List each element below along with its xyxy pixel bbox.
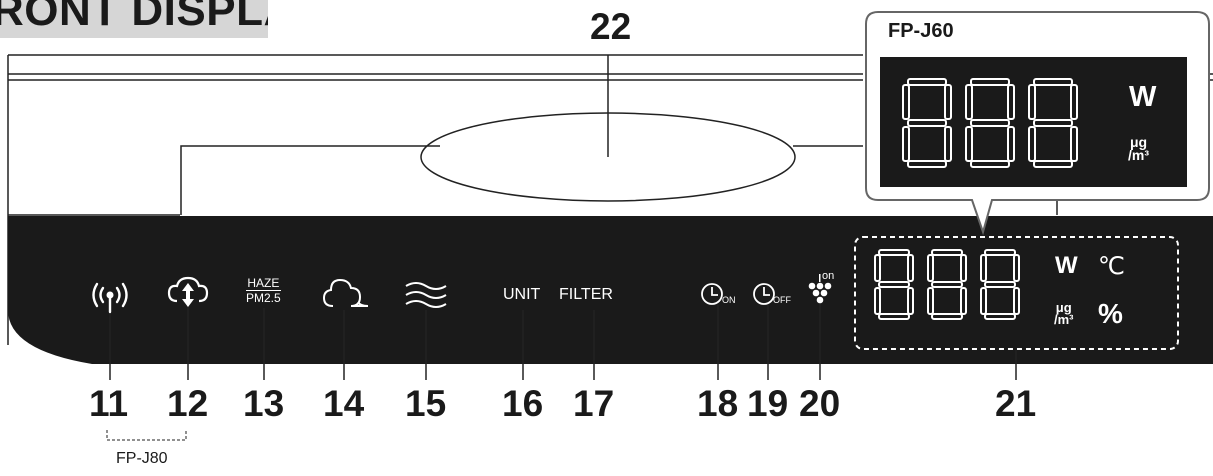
display-dashed-box xyxy=(854,236,1179,350)
filter-button-label: FILTER xyxy=(559,286,613,303)
callout-20: 20 xyxy=(799,383,841,424)
inset-seven-segment-display xyxy=(902,78,1078,168)
model-bracket xyxy=(106,430,187,441)
section-title: RONT DISPLAY xyxy=(0,0,268,35)
model-note: FP-J80 xyxy=(116,450,168,467)
cloud-upload-download-icon xyxy=(167,276,209,307)
callout-11: 11 xyxy=(89,383,129,424)
airflow-waves-icon xyxy=(405,282,447,308)
leader-line-22-left xyxy=(180,145,440,215)
panel-unit-m3: /m³ xyxy=(1054,312,1074,327)
callout-13: 13 xyxy=(243,383,285,424)
unit-button-label: UNIT xyxy=(503,286,541,303)
timer-off-icon xyxy=(753,283,775,305)
callout-21: 21 xyxy=(995,383,1037,424)
inset-unit-m3: /m³ xyxy=(1128,147,1149,163)
panel-unit-celsius: ℃ xyxy=(1098,253,1125,280)
timer-off-label: OFF xyxy=(773,295,791,305)
timer-on-label: ON xyxy=(722,295,736,305)
haze-label: HAZE xyxy=(246,276,281,291)
inset-unit-watt: W xyxy=(1129,81,1157,113)
callout-17: 17 xyxy=(573,383,615,424)
inset-unit-ug: μg xyxy=(1129,134,1148,150)
haze-pm25-label: HAZE PM2.5 xyxy=(246,276,281,305)
ion-grape-icon xyxy=(808,274,832,304)
control-panel xyxy=(8,216,1213,364)
panel-unit-percent: % xyxy=(1098,298,1123,329)
callout-16: 16 xyxy=(502,383,544,424)
callout-12: 12 xyxy=(167,383,209,424)
wifi-signal-icon xyxy=(92,282,128,314)
ion-label: on xyxy=(822,270,835,282)
inset-unit-ug-m3: μg /m³ xyxy=(1128,134,1149,163)
panel-unit-watt: W xyxy=(1055,252,1078,279)
inset-model-label: FP-J60 xyxy=(888,20,954,42)
panel-unit-ug-m3: μg /m³ xyxy=(1054,300,1074,327)
timer-on-icon xyxy=(701,283,723,305)
panel-seven-segment-display xyxy=(874,249,1020,320)
callout-19: 19 xyxy=(747,383,789,424)
callout-15: 15 xyxy=(405,383,447,424)
panel-unit-ug: μg xyxy=(1055,300,1072,315)
pm25-label: PM2.5 xyxy=(246,291,281,305)
section-title-box: RONT DISPLAY xyxy=(0,0,268,38)
odor-cloud-icon xyxy=(322,278,369,307)
callout-22: 22 xyxy=(590,6,632,47)
callout-14: 14 xyxy=(323,383,365,424)
callout-18: 18 xyxy=(697,383,739,424)
